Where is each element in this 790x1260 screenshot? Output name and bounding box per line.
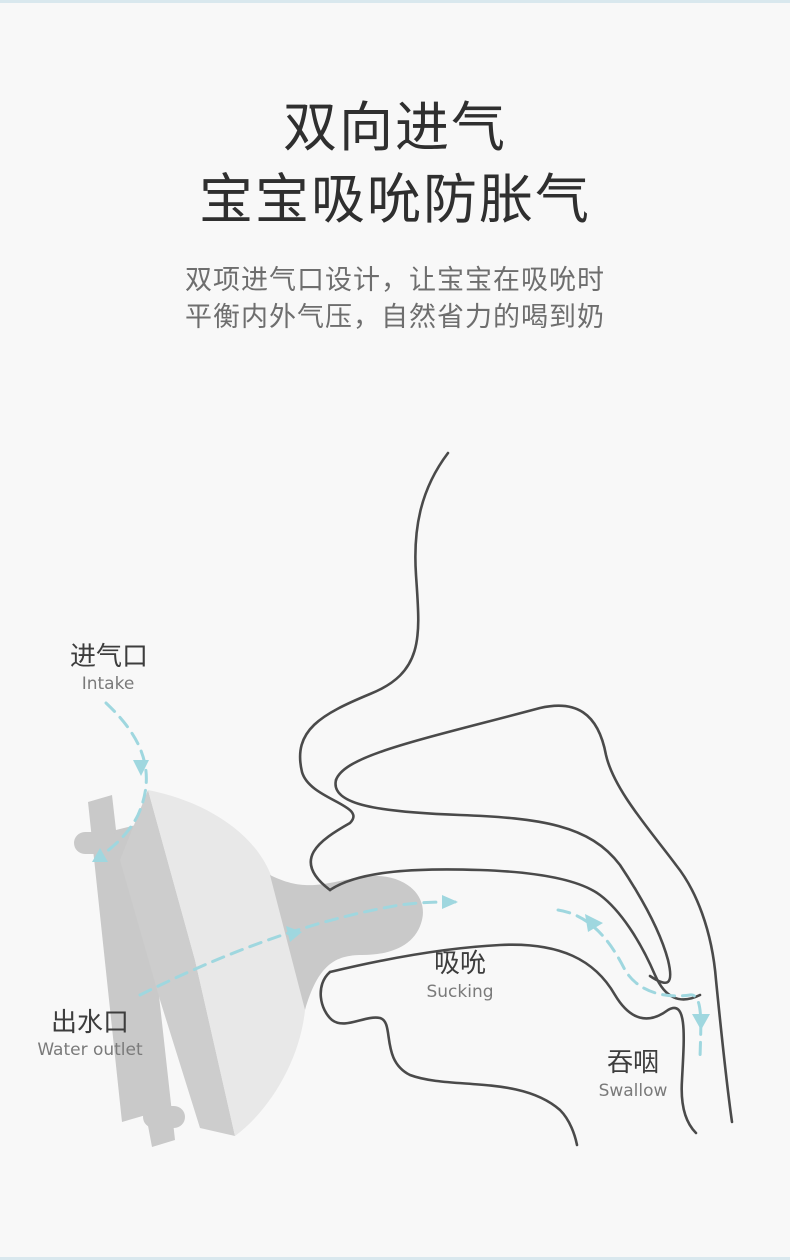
baby-profile xyxy=(298,451,734,1147)
nipple-base-light xyxy=(148,790,305,1136)
intake-label-en: Intake xyxy=(82,674,135,694)
swallow-label-cn: 吞咽 xyxy=(607,1048,659,1078)
sucking-arrowhead xyxy=(442,895,458,909)
outlet-arrowhead xyxy=(286,926,302,942)
outlet-label-cn: 出水口 xyxy=(51,1008,129,1038)
headline-line-2: 宝宝吸吮防胀气 xyxy=(199,168,591,231)
face-outline xyxy=(298,451,450,892)
intake-flow-arrow xyxy=(96,701,148,860)
bottom-divider xyxy=(0,1257,790,1260)
intake-end-arrowhead xyxy=(92,848,108,862)
outlet-label-en: Water outlet xyxy=(37,1040,143,1060)
collar-tab-bottom xyxy=(143,1106,185,1128)
palate-outline xyxy=(334,704,734,1124)
tongue-outline xyxy=(328,868,702,1001)
bottle-collar xyxy=(74,790,305,1147)
collar-ring xyxy=(88,795,175,1147)
top-divider xyxy=(0,0,790,3)
chin-outline xyxy=(319,970,579,1147)
description-line-2: 平衡内外气压，自然省力的喝到奶 xyxy=(185,302,605,333)
flow-arrowheads xyxy=(92,760,710,1030)
intake-label-cn: 进气口 xyxy=(70,642,148,672)
description: 双项进气口设计，让宝宝在吸吮时 平衡内外气压，自然省力的喝到奶 xyxy=(0,262,790,336)
headline: 双向进气 宝宝吸吮防胀气 xyxy=(0,92,790,236)
intake-arrowhead xyxy=(133,760,149,776)
sucking-label-en: Sucking xyxy=(426,982,493,1002)
swallow-arrowhead-2 xyxy=(692,1014,710,1030)
jaw-outline xyxy=(328,943,698,1135)
headline-line-1: 双向进气 xyxy=(283,96,507,159)
swallow-arrowhead-1 xyxy=(585,914,603,932)
air-flow xyxy=(96,701,703,1064)
description-line-1: 双项进气口设计，让宝宝在吸吮时 xyxy=(185,265,605,296)
collar-tab-top xyxy=(74,832,120,854)
nipple-base-dark xyxy=(120,790,235,1136)
swallow-flow-arrow xyxy=(556,908,703,1064)
palate-inner xyxy=(334,778,672,985)
sucking-label-cn: 吸吮 xyxy=(434,949,486,979)
swallow-label-en: Swallow xyxy=(599,1081,668,1101)
outlet-flow-arrow xyxy=(138,900,457,997)
